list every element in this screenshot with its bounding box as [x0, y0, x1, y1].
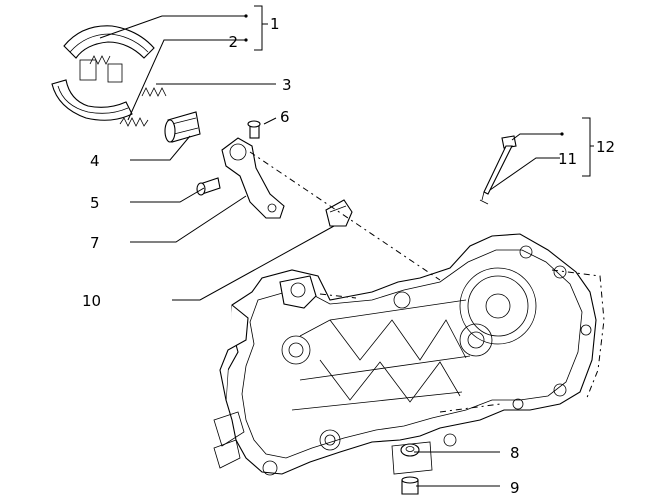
- callout-5: 5: [90, 194, 100, 212]
- brake-lever: [221, 137, 285, 219]
- callout-labels: 1 2 3 4 5 6 7 8 9 10 11 12: [82, 15, 615, 497]
- brake-camshaft: [164, 111, 201, 143]
- callout-2: 2: [228, 33, 238, 51]
- callout-7: 7: [90, 234, 100, 252]
- small-screw: [247, 120, 261, 139]
- cap-part: [325, 199, 353, 227]
- assembly-axis-line: [249, 151, 441, 281]
- callout-4: 4: [90, 152, 100, 170]
- callout-10: 10: [82, 292, 101, 310]
- leader-lines: [99, 5, 594, 487]
- callout-9: 9: [510, 479, 520, 497]
- callout-12: 12: [596, 138, 615, 156]
- drain-plug: [400, 443, 420, 495]
- callout-6: 6: [280, 108, 290, 126]
- crankcase-housing: [213, 233, 605, 476]
- springs: [89, 55, 167, 127]
- callout-3: 3: [282, 76, 292, 94]
- lever-bolt: [196, 177, 221, 196]
- callout-8: 8: [510, 444, 520, 462]
- oil-dipstick: [479, 135, 517, 205]
- brake-shoes: [51, 25, 155, 121]
- callout-11: 11: [558, 150, 577, 168]
- callout-1: 1: [270, 15, 280, 33]
